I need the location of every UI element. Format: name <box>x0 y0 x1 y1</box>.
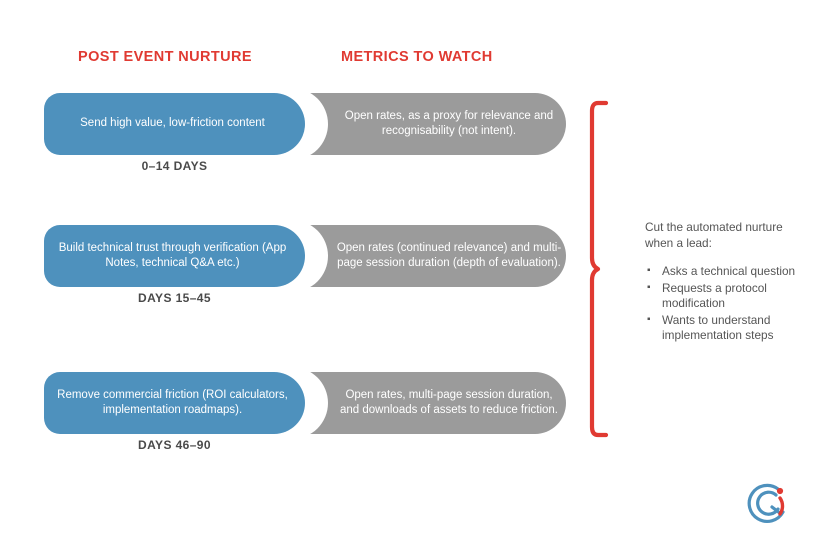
stage-row: Open rates, multi-page session duration,… <box>44 367 574 452</box>
stage-row: Open rates (continued relevance) and mul… <box>44 220 574 305</box>
metric-shape <box>288 93 566 155</box>
action-pill: Build technical trust through verificati… <box>44 225 305 287</box>
column-header-metrics-to-watch: METRICS TO WATCH <box>341 49 493 65</box>
metric-text: Open rates (continued relevance) and mul… <box>336 241 562 270</box>
metric-text: Open rates, as a proxy for relevance and… <box>344 109 554 138</box>
stage-row: Open rates, as a proxy for relevance and… <box>44 88 574 173</box>
red-bracket-icon <box>589 100 609 438</box>
list-item: Wants to understand implementation steps <box>645 312 813 344</box>
exit-criteria-note: Cut the automated nurture when a lead: A… <box>645 219 813 345</box>
action-pill: Remove commercial friction (ROI calculat… <box>44 372 305 434</box>
brand-logo-icon <box>747 483 785 523</box>
note-list: Asks a technical question Requests a pro… <box>645 263 813 344</box>
metric-shape <box>288 372 566 434</box>
metric-shape <box>288 225 566 287</box>
metric-text: Open rates, multi-page session duration,… <box>340 388 558 417</box>
day-range-label: DAYS 46–90 <box>138 438 211 452</box>
list-item: Requests a protocol modification <box>645 280 813 312</box>
day-range-label: DAYS 15–45 <box>138 291 211 305</box>
note-title: Cut the automated nurture when a lead: <box>645 220 783 250</box>
list-item: Asks a technical question <box>645 263 813 280</box>
day-range-label: 0–14 DAYS <box>141 159 208 173</box>
action-pill: Send high value, low-friction content <box>44 93 305 155</box>
column-header-post-event-nurture: POST EVENT NURTURE <box>78 49 252 65</box>
